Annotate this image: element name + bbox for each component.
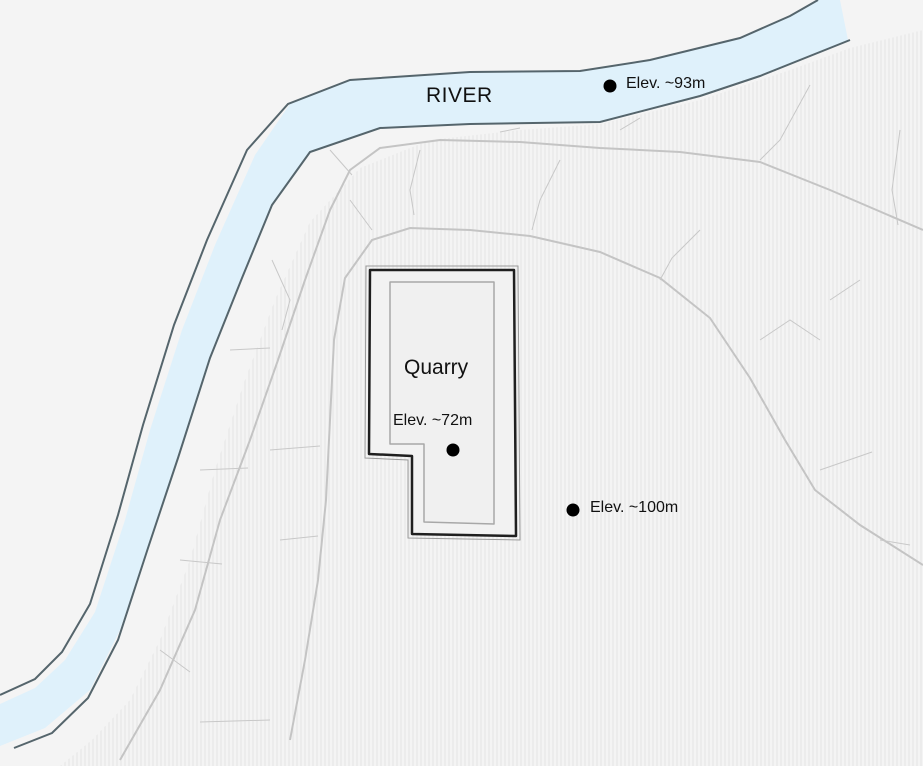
- contour-line-outer: [119, 138, 923, 761]
- quarry-elevation-point: [446, 443, 460, 457]
- river-elevation-point: [603, 79, 617, 93]
- river-elevation-label: Elev. ~93m: [626, 75, 706, 92]
- quarry-elevation-label: Elev. ~72m: [393, 412, 473, 429]
- river-west-bank: [0, 0, 819, 696]
- ground-elevation-label: Elev. ~100m: [590, 499, 679, 516]
- contour-line-inner: [289, 226, 923, 741]
- ground-elevation-point: [566, 503, 580, 517]
- quarry-pit-shadow: [364, 265, 521, 541]
- river-east-bank: [13, 39, 851, 749]
- river-label: RIVER: [426, 84, 493, 107]
- terrain-sketch-marks: [159, 84, 911, 723]
- quarry-label: Quarry: [404, 356, 469, 379]
- quarry-pit-floor: [389, 281, 495, 525]
